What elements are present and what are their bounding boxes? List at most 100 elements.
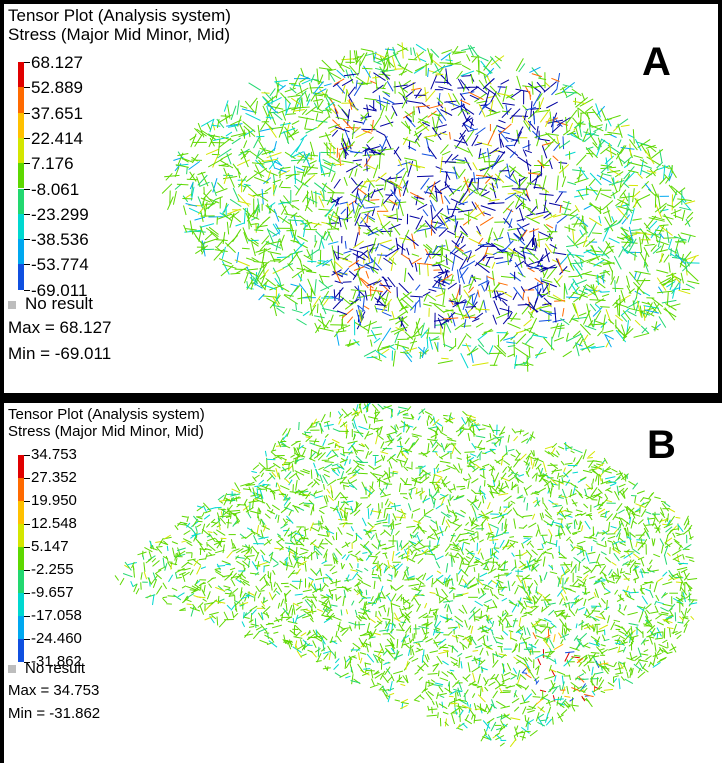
tensor-glyph (419, 121, 430, 132)
tensor-glyph (167, 595, 177, 597)
tensor-glyph (404, 347, 418, 352)
tensor-glyph (197, 122, 205, 138)
tensor-glyph (639, 237, 643, 253)
tensor-glyph (251, 257, 259, 262)
tensor-glyph (374, 67, 387, 72)
tensor-glyph (240, 595, 249, 600)
tensor-glyph (181, 540, 188, 543)
tensor-glyph (499, 130, 510, 135)
tensor-glyph (217, 182, 224, 190)
tensor-glyph (353, 431, 364, 435)
tensor-glyph (386, 61, 389, 72)
tensor-glyph (246, 257, 255, 262)
tensor-glyph (554, 609, 565, 613)
tensor-glyph (312, 418, 318, 426)
tensor-glyph (647, 517, 650, 525)
tensor-glyph (352, 159, 363, 162)
tensor-glyph (189, 171, 197, 182)
tensor-glyph (269, 284, 285, 291)
tensor-glyph (248, 268, 259, 271)
tensor-glyph (275, 467, 279, 478)
tensor-glyph (491, 261, 496, 269)
tensor-glyph (562, 87, 568, 97)
tensor-glyph (505, 572, 512, 577)
tensor-glyph (320, 290, 330, 305)
tensor-glyph (545, 213, 557, 221)
tensor-glyph (433, 303, 445, 314)
tensor-glyph (446, 436, 453, 440)
tensor-glyph (583, 536, 592, 539)
tensor-glyph (536, 501, 540, 507)
tensor-glyph (306, 248, 312, 259)
tensor-glyph (171, 587, 178, 592)
tensor-glyph (453, 483, 456, 491)
tensor-glyph (284, 151, 296, 160)
tensor-glyph (435, 555, 444, 561)
tensor-glyph (357, 663, 365, 673)
tensor-glyph (196, 176, 201, 187)
tensor-glyph (273, 140, 277, 152)
tensor-glyph (510, 453, 516, 458)
tensor-glyph (280, 92, 292, 105)
tensor-glyph (458, 575, 464, 586)
tensor-glyph (132, 583, 138, 588)
tensor-glyph (408, 58, 418, 61)
tensor-glyph (402, 82, 416, 90)
tensor-glyph (362, 130, 372, 134)
tensor-glyph (272, 111, 283, 121)
tensor-glyph (668, 303, 681, 308)
tensor-glyph (413, 546, 425, 551)
tensor-glyph (156, 546, 163, 548)
tensor-glyph (525, 470, 530, 478)
tensor-glyph (476, 450, 483, 459)
tensor-glyph (382, 649, 388, 656)
tensor-glyph (188, 160, 201, 170)
tensor-glyph (578, 493, 584, 499)
tensor-glyph (162, 597, 168, 604)
tensor-glyph (615, 476, 621, 482)
tensor-glyph (655, 614, 662, 620)
tensor-glyph (617, 646, 621, 653)
tensor-glyph (474, 254, 488, 267)
tensor-glyph (351, 414, 357, 422)
tensor-glyph (314, 324, 322, 334)
tensor-glyph (235, 266, 249, 275)
tensor-glyph (318, 133, 332, 138)
tensor-glyph (276, 533, 282, 537)
tensor-glyph (275, 590, 281, 595)
tensor-glyph (411, 588, 421, 592)
tensor-glyph (332, 616, 342, 621)
tensor-glyph (524, 693, 533, 702)
tensor-glyph (393, 183, 396, 195)
tensor-glyph (390, 602, 393, 614)
tensor-glyph (559, 633, 570, 639)
tensor-glyph (389, 501, 394, 505)
tensor-glyph (680, 586, 688, 596)
tensor-glyph (620, 640, 625, 646)
tensor-glyph (200, 582, 207, 585)
tensor-glyph (583, 598, 587, 607)
tensor-glyph (528, 257, 535, 264)
tensor-glyph (474, 244, 485, 252)
tensor-glyph (564, 462, 573, 465)
tensor-glyph (150, 575, 158, 585)
tensor-glyph (181, 573, 186, 582)
tensor-glyph (407, 333, 422, 339)
tensor-glyph (587, 665, 591, 672)
tensor-glyph (247, 238, 259, 247)
tensor-glyph (366, 164, 376, 170)
tensor-glyph (176, 183, 189, 186)
tensor-glyph (328, 212, 334, 225)
tensor-glyph (599, 565, 607, 575)
tensor-glyph (322, 159, 336, 167)
tensor-glyph (559, 205, 562, 213)
tensor-glyph (389, 680, 393, 692)
tensor-glyph (356, 221, 361, 230)
tensor-glyph (223, 202, 228, 213)
tensor-glyph (588, 561, 596, 564)
tensor-glyph (472, 290, 479, 307)
tensor-glyph (426, 420, 429, 426)
tensor-glyph (687, 280, 700, 285)
tensor-glyph (306, 270, 317, 274)
tensor-glyph (565, 705, 571, 708)
